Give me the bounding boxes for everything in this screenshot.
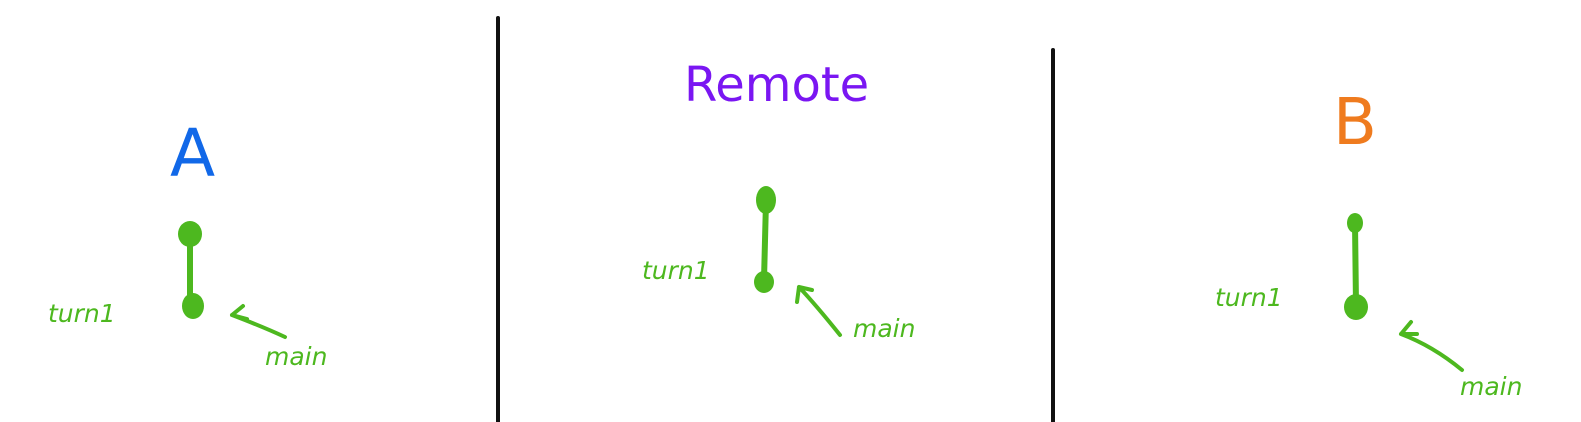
branch-label: main bbox=[853, 314, 915, 343]
commit-node bbox=[1347, 213, 1363, 233]
commit-label: turn1 bbox=[642, 256, 710, 285]
arrow-icon bbox=[1399, 320, 1464, 372]
commit-node bbox=[756, 186, 776, 214]
panel-title-a: A bbox=[170, 115, 215, 192]
panel-b: B turn1 main bbox=[1215, 86, 1522, 401]
commit-line bbox=[1352, 220, 1359, 308]
commit-node bbox=[182, 293, 204, 319]
commit-node bbox=[1344, 294, 1368, 320]
commit-node bbox=[178, 221, 202, 247]
arrow-icon bbox=[230, 304, 287, 339]
commit-line bbox=[761, 198, 769, 283]
panel-a: A turn1 main bbox=[48, 115, 327, 371]
panel-remote: Remote turn1 main bbox=[642, 57, 915, 343]
commit-label: turn1 bbox=[48, 299, 116, 328]
arrow-icon bbox=[795, 285, 842, 337]
panel-title-remote: Remote bbox=[684, 57, 869, 113]
commit-node bbox=[754, 271, 774, 293]
panel-title-b: B bbox=[1333, 86, 1377, 160]
branch-label: main bbox=[1460, 372, 1522, 401]
commit-label: turn1 bbox=[1215, 283, 1283, 312]
branch-label: main bbox=[265, 342, 327, 371]
